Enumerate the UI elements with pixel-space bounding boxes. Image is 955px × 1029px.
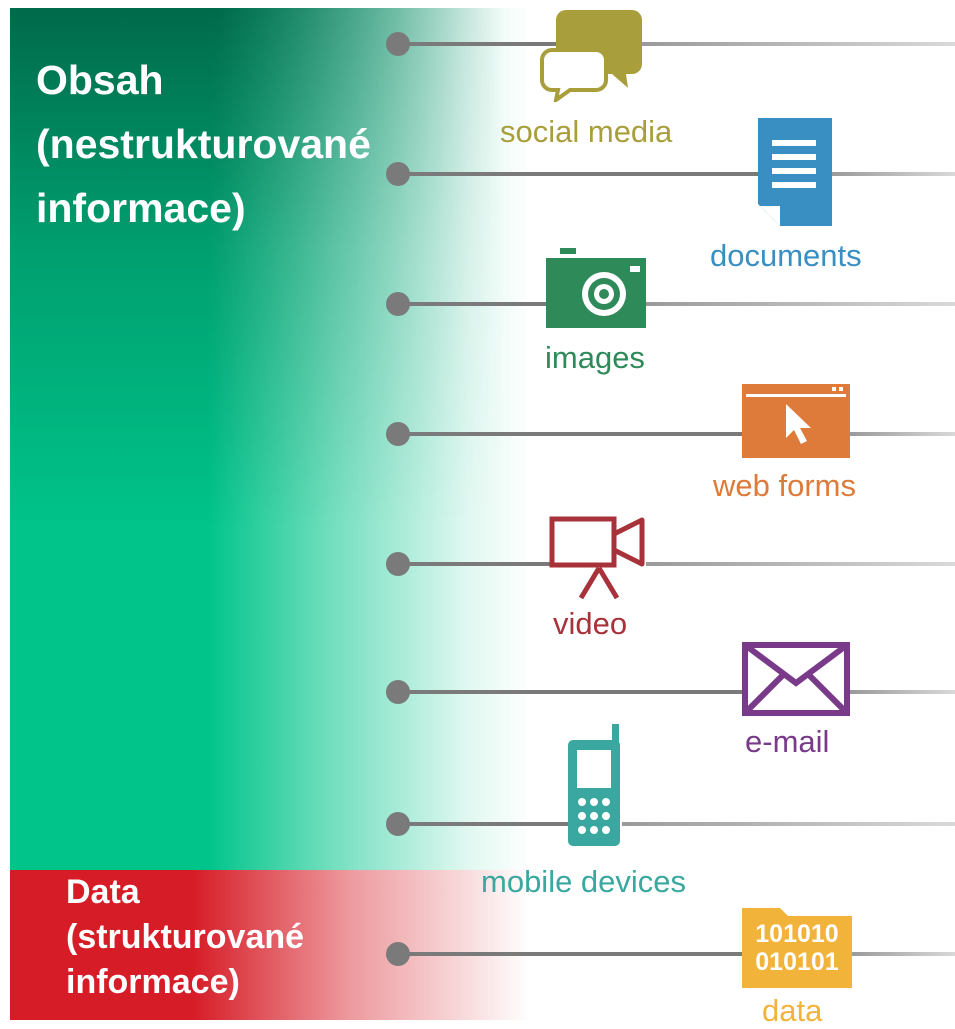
connector-tail-documents	[832, 172, 955, 176]
envelope-icon	[742, 642, 850, 716]
source-label-social-media: social media	[500, 114, 673, 149]
connector-line-social-media	[397, 42, 557, 46]
source-label-e-mail: e-mail	[745, 724, 830, 759]
connector-dot-documents	[386, 162, 410, 186]
connector-dot-mobile-devices	[386, 812, 410, 836]
binary-folder-icon: 101010 010101	[742, 904, 852, 988]
data-heading-line1: Data	[66, 873, 140, 911]
connector-line-documents	[397, 172, 759, 176]
structured-data-band	[10, 870, 530, 1020]
content-heading-line2: (nestrukturované	[36, 121, 371, 167]
camera-icon	[546, 248, 646, 328]
connector-tail-web-forms	[850, 432, 955, 436]
content-heading: Obsah (nestrukturované informace)	[36, 48, 371, 240]
unstructured-content-band-shade	[10, 8, 530, 870]
connector-dot-data	[386, 942, 410, 966]
connector-tail-social-media	[640, 42, 955, 46]
connector-tail-video	[646, 562, 955, 566]
folder-shape-icon	[742, 908, 852, 988]
binary-line-2: 010101	[755, 948, 839, 976]
connector-tail-data	[852, 952, 955, 956]
data-heading: Data (strukturované informace)	[66, 870, 304, 1005]
source-label-mobile-devices: mobile devices	[481, 864, 687, 899]
web-form-cursor-icon	[742, 384, 850, 458]
connector-line-web-forms	[397, 432, 742, 436]
connector-line-video	[397, 562, 550, 566]
connector-dot-video	[386, 552, 410, 576]
speech-bubbles-icon	[540, 10, 642, 102]
connector-line-data	[397, 952, 743, 956]
connector-dot-web-forms	[386, 422, 410, 446]
connector-line-images	[397, 302, 549, 306]
connector-line-e-mail	[397, 690, 742, 694]
connector-line-mobile-devices	[397, 822, 569, 826]
content-heading-line1: Obsah	[36, 57, 164, 103]
source-label-images: images	[545, 340, 645, 375]
connector-tail-e-mail	[850, 690, 955, 694]
connector-dot-images	[386, 292, 410, 316]
mobile-phone-icon	[568, 724, 620, 846]
content-heading-line3: informace)	[36, 185, 246, 231]
document-icon	[758, 118, 832, 226]
connector-tail-mobile-devices	[622, 822, 955, 826]
data-heading-line3: informace)	[66, 963, 240, 1001]
video-camera-icon	[549, 516, 645, 600]
source-label-video: video	[553, 606, 628, 641]
connector-dot-social-media	[386, 32, 410, 56]
connector-dot-e-mail	[386, 680, 410, 704]
source-label-data: data	[762, 993, 823, 1028]
connector-tail-images	[646, 302, 955, 306]
data-heading-line2: (strukturované	[66, 918, 305, 956]
binary-line-1: 101010	[755, 920, 839, 948]
source-label-web-forms: web forms	[713, 468, 856, 503]
source-label-documents: documents	[710, 238, 862, 273]
